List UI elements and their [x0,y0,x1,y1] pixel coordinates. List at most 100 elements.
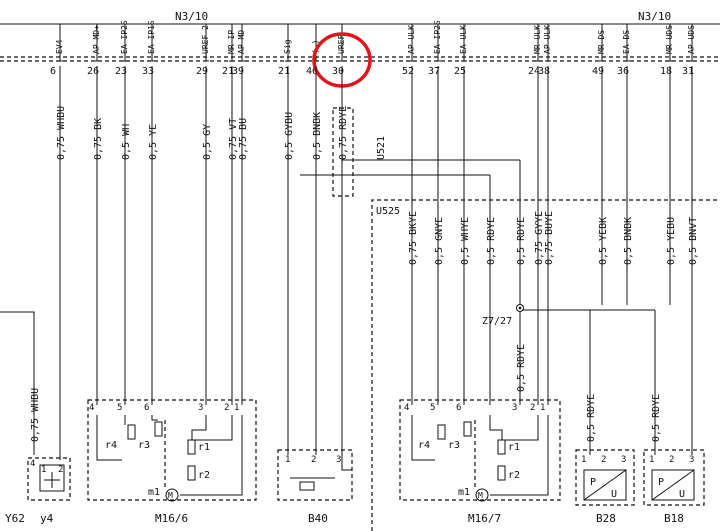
pin-signal: AP ULK [543,25,552,54]
wire-label: 0,5 RDYE [486,217,497,265]
connector-label-left: N3/10 [175,10,208,23]
wire-label: 0,75 WHBU [56,106,67,160]
svg-text:r1: r1 [198,442,210,453]
wire-label: 0,75 RDYE [338,106,349,160]
wire-label: 0,5 WHYE [460,217,471,265]
wire-label: 0,75 WHBU [30,388,41,442]
wire-label: 0,5 BNBK [312,112,323,160]
pin-signal: Sig [283,39,292,54]
svg-text:B28: B28 [596,512,616,525]
connector-pin: AP MD+ 26 [87,24,101,77]
wire-label: 0,5 YEBU [666,217,677,265]
svg-text:U: U [679,489,685,500]
wire-label: 0,5 YE [148,124,159,160]
pin-signal: (-) [311,40,320,54]
svg-text:M: M [478,491,483,500]
pin-signal: EA DS [622,30,631,54]
pin-number: 26 [87,66,99,77]
svg-text:m1: m1 [458,487,470,498]
pin-signal: MR DS [597,30,606,54]
wire-label: 0,75 BUYE [544,211,555,265]
harness-label: U525 [376,206,400,217]
svg-text:r4: r4 [105,440,117,451]
pin-signal: MR IP [227,30,236,54]
wire-label: 0,5 RDYE [586,394,597,442]
svg-text:r1: r1 [508,442,520,453]
wire-label: 0,5 GNYE [434,217,445,265]
harness-box [371,199,720,531]
wire-label: 0,5 YEBK [598,217,609,265]
svg-text:2: 2 [58,465,63,475]
svg-text:1: 1 [41,465,46,475]
svg-text:4: 4 [30,459,35,469]
pin-signal: UREF 2 [201,25,210,54]
component-b18: P U 1 2 3 B18 [643,449,705,525]
pin-number: 25 [454,66,466,77]
svg-text:M: M [168,491,173,500]
svg-text:3: 3 [336,455,341,465]
svg-text:2: 2 [311,455,316,465]
svg-text:3: 3 [689,455,694,465]
component-pin: 1 [540,403,545,413]
splice-box [332,107,354,197]
pin-signal: AP MD+ [92,25,101,54]
svg-text:3: 3 [621,455,626,465]
svg-text:2: 2 [669,455,674,465]
wire-label: 0,5 GY [202,124,213,160]
component-pin: 2 [530,403,535,413]
component-pin: 4 [404,403,409,413]
svg-text:2: 2 [601,455,606,465]
component-pin: 1 [234,403,239,413]
svg-text:1: 1 [285,455,290,465]
component-b40: 1 2 3 B40 [277,449,353,525]
svg-text:B40: B40 [308,512,328,525]
pin-number: 18 [660,66,672,77]
pin-number: 38 [538,66,550,77]
svg-text:1: 1 [581,455,586,465]
svg-text:M16/6: M16/6 [155,512,188,525]
pin-signal: EA IP2S [433,20,442,54]
connector-pin: UREF 2 29 [196,24,210,77]
wire-label: 0,5 BNVT [688,217,699,265]
wire-label: 0,75 BU [238,118,249,160]
svg-text:y4: y4 [40,512,54,525]
component-pin: 5 [430,403,435,413]
wire-label: 0,5 GYBU [284,112,295,160]
pin-signal: EA ULK [459,25,468,54]
wire-label: 0,5 WH [121,124,132,160]
component-pin: 3 [512,403,517,413]
component-pin: 6 [144,403,149,413]
splice-label: U521 [376,136,387,160]
pin-number: 33 [142,66,154,77]
wire-label: 0,75 BKYE [408,211,419,265]
pin-signal: EA IP2S [120,20,129,54]
component-pin: 5 [117,403,122,413]
svg-text:r3: r3 [448,440,460,451]
pin-number: 30 [332,66,344,77]
pin-signal: UREF [337,35,346,54]
pin-number: 29 [196,66,208,77]
pin-number: 49 [592,66,604,77]
svg-text:Y62: Y62 [5,512,25,525]
svg-text:1: 1 [649,455,654,465]
pin-number: 52 [402,66,414,77]
junction-label: Z7/27 [482,316,512,327]
svg-text:m1: m1 [148,487,160,498]
svg-text:U: U [611,489,617,500]
component-pin: 2 [224,403,229,413]
